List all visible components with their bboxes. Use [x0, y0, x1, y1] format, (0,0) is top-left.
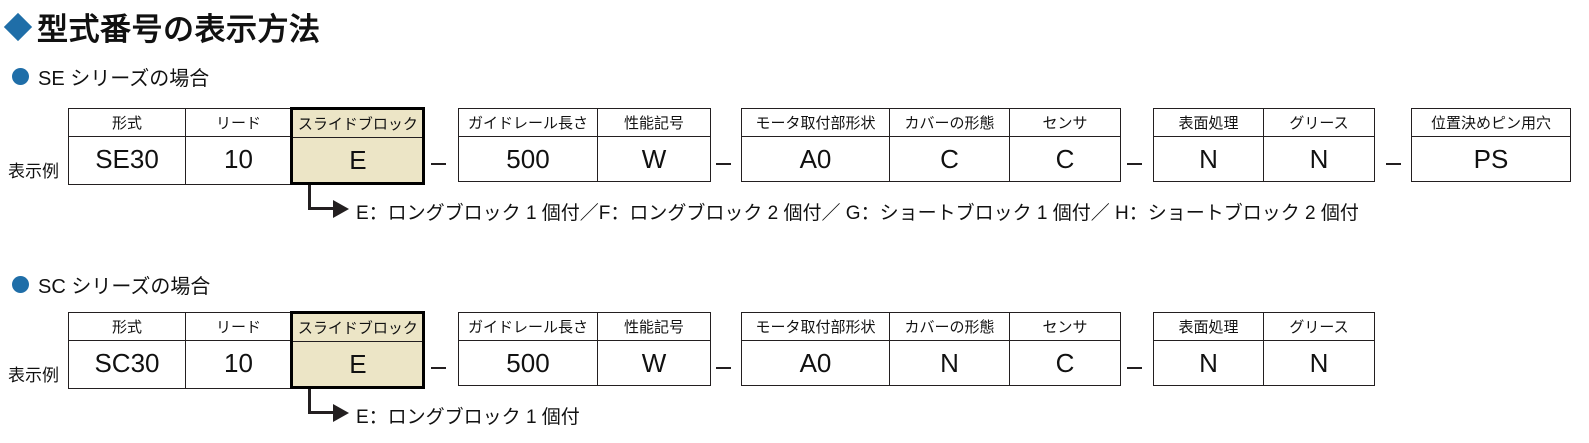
header-se-sensor: センサ — [1010, 109, 1120, 137]
section-heading-sc-label: SC シリーズの場合 — [38, 276, 211, 298]
callout-line-horizontal-sc — [308, 411, 336, 414]
separator-dash-sc-3 — [1127, 367, 1142, 370]
header-sc-rail-length: ガイドレール長さ — [459, 313, 597, 341]
callout-arrow-icon-sc — [333, 404, 349, 422]
header-se-rail-length: ガイドレール長さ — [459, 109, 597, 137]
header-sc-sensor: センサ — [1010, 313, 1120, 341]
header-sc-performance: 性能記号 — [598, 313, 710, 341]
header-sc-model: 形式 — [69, 313, 185, 341]
column-se-surface: 表面処理 N — [1154, 109, 1264, 181]
header-se-lead: リード — [186, 109, 291, 137]
value-se-rail-length: 500 — [506, 143, 550, 174]
column-se-lead: リード 10 — [186, 109, 292, 184]
column-sc-grease: グリース N — [1264, 313, 1374, 385]
value-se-pin-hole: PS — [1473, 143, 1509, 174]
column-sc-motor-mount: モータ取付部形状 A0 — [742, 313, 890, 385]
callout-line-vertical-sc — [308, 385, 311, 414]
callout-arrow-icon-se — [333, 200, 349, 218]
value-se-sensor: C — [1055, 143, 1075, 174]
column-sc-rail-length: ガイドレール長さ 500 — [459, 313, 598, 385]
separator-dash-sc-1 — [431, 367, 446, 370]
value-se-cover: C — [940, 143, 959, 174]
separator-dash-se-1 — [431, 163, 446, 166]
header-se-model: 形式 — [69, 109, 185, 137]
column-sc-sensor: センサ C — [1010, 313, 1120, 385]
column-se-sensor: センサ C — [1010, 109, 1120, 181]
page-title-text: 型式番号の表示方法 — [37, 12, 321, 47]
group-sc-4: 表面処理 N グリース N — [1153, 312, 1375, 386]
header-se-grease: グリース — [1264, 109, 1374, 137]
separator-dash-se-3 — [1127, 163, 1142, 166]
column-sc-cover: カバーの形態 N — [890, 313, 1010, 385]
value-se-model: SE30 — [95, 143, 159, 174]
callout-text-se: E：ロングブロック 1 個付／F：ロングブロック 2 個付／ G：ショートブロッ… — [356, 203, 1359, 224]
column-se-model: 形式 SE30 — [69, 109, 186, 184]
header-sc-slide-block: スライドブロック — [293, 314, 423, 343]
value-sc-model: SC30 — [94, 347, 160, 378]
value-se-motor-mount: A0 — [799, 143, 832, 174]
group-se-1: 形式 SE30 リード 10 スライドブロック E — [68, 107, 426, 186]
value-sc-cover: N — [940, 347, 959, 378]
circle-bullet-icon — [12, 276, 29, 293]
header-se-surface: 表面処理 — [1154, 109, 1263, 137]
column-se-pin-hole: 位置決めピン用穴 PS — [1412, 109, 1570, 181]
value-sc-lead: 10 — [224, 347, 253, 378]
value-se-lead: 10 — [224, 143, 253, 174]
column-sc-performance: 性能記号 W — [598, 313, 710, 385]
column-se-motor-mount: モータ取付部形状 A0 — [742, 109, 890, 181]
header-sc-motor-mount: モータ取付部形状 — [742, 313, 889, 341]
page-title: 型式番号の表示方法 — [3, 4, 321, 49]
section-heading-sc: SC シリーズの場合 — [12, 270, 210, 299]
row-label-sc: 表示例 — [8, 366, 59, 385]
column-se-cover: カバーの形態 C — [890, 109, 1010, 181]
header-se-performance: 性能記号 — [598, 109, 710, 137]
value-sc-grease: N — [1309, 347, 1329, 378]
header-sc-cover: カバーの形態 — [890, 313, 1009, 341]
circle-bullet-icon — [12, 68, 29, 85]
value-se-grease: N — [1309, 143, 1329, 174]
header-se-motor-mount: モータ取付部形状 — [742, 109, 889, 137]
group-se-5: 位置決めピン用穴 PS — [1411, 108, 1571, 182]
group-sc-1: 形式 SC30 リード 10 スライドブロック E — [68, 311, 426, 390]
callout-text-sc: E：ロングブロック 1 個付 — [356, 407, 580, 428]
separator-dash-sc-2 — [716, 367, 731, 370]
column-sc-slide-block: スライドブロック E — [290, 311, 426, 390]
group-se-3: モータ取付部形状 A0 カバーの形態 C センサ C — [741, 108, 1121, 182]
group-sc-2: ガイドレール長さ 500 性能記号 W — [458, 312, 711, 386]
callout-line-horizontal-se — [308, 207, 336, 210]
header-sc-grease: グリース — [1264, 313, 1374, 341]
value-sc-motor-mount: A0 — [799, 347, 832, 378]
header-se-cover: カバーの形態 — [890, 109, 1009, 137]
column-sc-lead: リード 10 — [186, 313, 292, 388]
section-heading-se: SE シリーズの場合 — [12, 62, 209, 91]
value-se-slide-block: E — [293, 138, 423, 183]
value-se-performance: W — [641, 143, 667, 174]
value-sc-slide-block: E — [293, 342, 423, 387]
header-sc-surface: 表面処理 — [1154, 313, 1263, 341]
value-sc-sensor: C — [1055, 347, 1075, 378]
value-sc-performance: W — [641, 347, 667, 378]
header-se-pin-hole: 位置決めピン用穴 — [1412, 109, 1570, 137]
column-sc-model: 形式 SC30 — [69, 313, 186, 388]
group-se-4: 表面処理 N グリース N — [1153, 108, 1375, 182]
value-sc-rail-length: 500 — [506, 347, 550, 378]
group-se-2: ガイドレール長さ 500 性能記号 W — [458, 108, 711, 182]
value-sc-surface: N — [1199, 347, 1218, 378]
separator-dash-se-4 — [1386, 163, 1401, 166]
column-se-rail-length: ガイドレール長さ 500 — [459, 109, 598, 181]
diamond-bullet-icon — [3, 12, 33, 41]
column-se-grease: グリース N — [1264, 109, 1374, 181]
column-sc-surface: 表面処理 N — [1154, 313, 1264, 385]
column-se-performance: 性能記号 W — [598, 109, 710, 181]
group-sc-3: モータ取付部形状 A0 カバーの形態 N センサ C — [741, 312, 1121, 386]
header-se-slide-block: スライドブロック — [293, 110, 423, 139]
section-heading-se-label: SE シリーズの場合 — [38, 68, 210, 90]
separator-dash-se-2 — [716, 163, 731, 166]
value-se-surface: N — [1199, 143, 1218, 174]
header-sc-lead: リード — [186, 313, 291, 341]
column-se-slide-block: スライドブロック E — [290, 107, 426, 186]
row-label-se: 表示例 — [8, 162, 59, 181]
callout-line-vertical-se — [308, 181, 311, 210]
